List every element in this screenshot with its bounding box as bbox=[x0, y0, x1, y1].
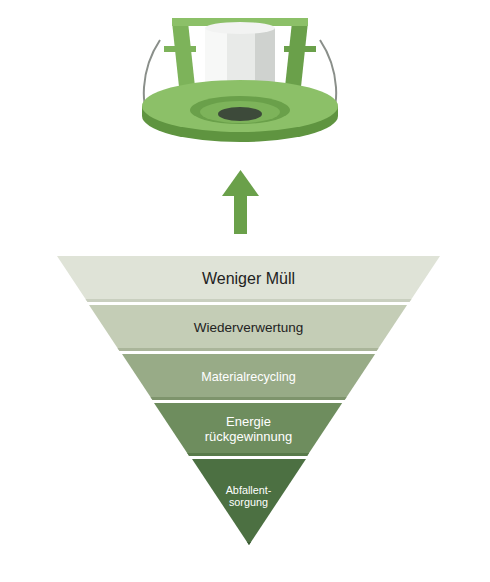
band-edge bbox=[188, 453, 310, 456]
up-arrow-head bbox=[222, 170, 259, 196]
band-label: Weniger Müll bbox=[201, 270, 297, 288]
band-edge bbox=[85, 299, 411, 302]
band-label: Wiederverwertung bbox=[192, 320, 304, 336]
band-edge bbox=[150, 397, 346, 400]
inner-ring bbox=[190, 96, 290, 124]
inner-ring bbox=[200, 101, 280, 123]
hierarchy-band: Wiederverwertung bbox=[89, 305, 407, 351]
up-arrow bbox=[234, 194, 247, 234]
band-label: Energie rückgewinnung bbox=[203, 415, 293, 445]
band-fill bbox=[89, 305, 407, 351]
bracket-tab bbox=[164, 46, 196, 52]
hierarchy-band: Materialrecycling bbox=[122, 354, 375, 400]
flange bbox=[142, 80, 338, 132]
band-fill bbox=[122, 354, 375, 400]
band-label: Abfallent- sorgung bbox=[224, 484, 272, 509]
hierarchy-band: Energie rückgewinnung bbox=[154, 403, 342, 456]
hierarchy-band: Abfallent- sorgung bbox=[192, 459, 306, 545]
sensor-top bbox=[205, 22, 275, 34]
band-fill bbox=[192, 459, 306, 545]
band-fill bbox=[154, 403, 342, 456]
hierarchy-band: Weniger Müll bbox=[57, 256, 440, 302]
band-label: Materialrecycling bbox=[200, 370, 297, 384]
band-fill bbox=[57, 256, 440, 302]
band-edge bbox=[246, 542, 250, 545]
band-edge bbox=[118, 348, 379, 351]
lens bbox=[218, 107, 262, 121]
bracket-tab bbox=[284, 46, 316, 52]
